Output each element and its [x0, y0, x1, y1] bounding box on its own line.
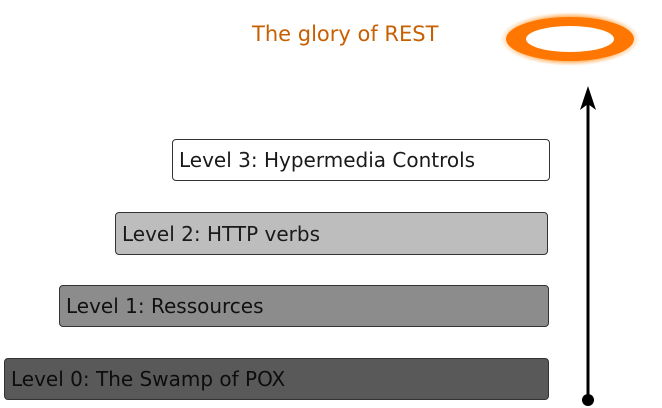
level-0-label: Level 0: The Swamp of POX [11, 367, 286, 391]
level-3-box: Level 3: Hypermedia Controls [172, 139, 550, 181]
level-2-box: Level 2: HTTP verbs [115, 212, 548, 255]
level-2-label: Level 2: HTTP verbs [122, 221, 320, 246]
title: The glory of REST [252, 22, 439, 46]
halo-icon [500, 12, 640, 66]
level-0-box: Level 0: The Swamp of POX [4, 358, 549, 400]
level-1-box: Level 1: Ressources [59, 285, 549, 327]
level-1-label: Level 1: Ressources [66, 294, 264, 318]
level-3-label: Level 3: Hypermedia Controls [179, 148, 476, 172]
